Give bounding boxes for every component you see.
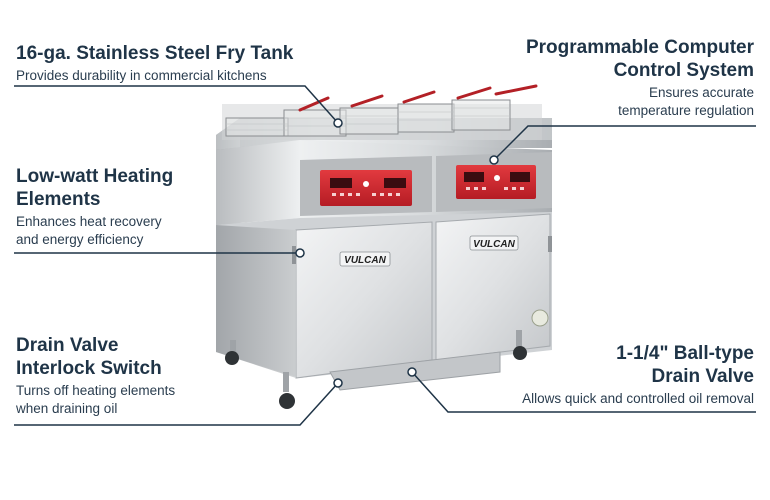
left-door (295, 221, 433, 379)
callout-description: Enhances heat recovery and energy effici… (16, 213, 173, 249)
callout-description: Allows quick and controlled oil removal (522, 391, 754, 406)
leader-computer-control (493, 125, 756, 161)
casters (225, 346, 527, 409)
leader-drain-interlock (14, 382, 339, 426)
leader-fry-tank (14, 85, 339, 124)
callout-description: Ensures accurate temperature regulation (526, 84, 754, 120)
title-line: Control System (613, 60, 754, 81)
callout-heating-elements: Low-watt Heating Elements Enhances heat … (16, 165, 173, 249)
title-line: Low-watt Heating (16, 166, 174, 187)
callout-computer-control: Programmable Computer Control System Ens… (526, 36, 754, 120)
desc-line: when draining oil (16, 401, 118, 416)
callout-ball-drain: 1-1/4" Ball-type Drain Valve Allows quic… (522, 342, 754, 408)
right-door (435, 213, 551, 361)
title-line: Drain Valve (651, 366, 754, 387)
callout-description: Provides durability in commercial kitche… (16, 68, 267, 83)
leader-ball-drain (411, 371, 756, 413)
title-line: Elements (16, 189, 101, 210)
brand-plate-right (469, 235, 519, 251)
callout-leaders (14, 85, 756, 426)
desc-line: and energy efficiency (16, 232, 144, 247)
basket-handles (298, 84, 538, 112)
title-line: Programmable Computer (525, 37, 754, 58)
fry-baskets (225, 99, 511, 137)
callout-title: Programmable Computer Control System (526, 36, 754, 82)
brand-plate-left (339, 251, 391, 267)
callout-title: Drain Valve Interlock Switch (16, 334, 175, 380)
certification-badge (531, 309, 549, 327)
brand-logo-left: VULCAN (344, 255, 386, 266)
callout-title: 16-ga. Stainless Steel Fry Tank (16, 43, 294, 64)
callout-title: Low-watt Heating Elements (16, 165, 173, 211)
title-line: Drain Valve (16, 335, 119, 356)
callout-drain-interlock: Drain Valve Interlock Switch Turns off h… (16, 334, 175, 418)
callout-title: 1-1/4" Ball-type Drain Valve (522, 342, 754, 388)
desc-line: Ensures accurate (648, 85, 754, 100)
title-line: Interlock Switch (16, 358, 162, 379)
desc-line: Turns off heating elements (16, 383, 176, 398)
desc-line: Enhances heat recovery (16, 214, 162, 229)
desc-line: temperature regulation (618, 103, 754, 118)
callout-fry-tank: 16-ga. Stainless Steel Fry Tank Provides… (16, 42, 293, 85)
title-line: 1-1/4" Ball-type (616, 343, 754, 364)
callout-description: Turns off heating elements when draining… (16, 382, 175, 418)
fryer-cabinet: VULCAN VULCAN (216, 104, 552, 409)
brand-logo-right: VULCAN (473, 239, 515, 250)
